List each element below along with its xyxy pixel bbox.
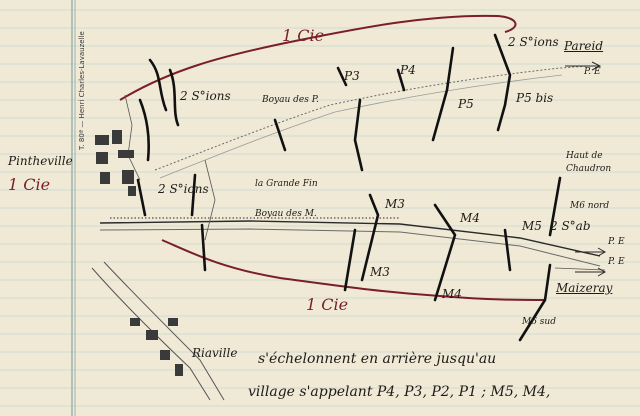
place-pareid: Pareid bbox=[564, 39, 604, 53]
caption-line-2: village s'appelant P4, P3, P2, P1 ; M5, … bbox=[248, 384, 551, 400]
section-label-c: 2 S°ions bbox=[508, 35, 559, 49]
trench-positions bbox=[136, 33, 562, 342]
section-label-a: 2 S°ions bbox=[180, 89, 231, 103]
place-maizeray: Maizeray bbox=[556, 281, 613, 295]
point-m4-lower: M4 bbox=[442, 287, 462, 301]
company-label-left: 1 Cie bbox=[8, 175, 51, 194]
point-2scab: 2 S°ab bbox=[550, 219, 591, 233]
point-p3: P3 bbox=[344, 69, 360, 83]
company-label-upper: 1 Cie bbox=[282, 26, 325, 45]
boyau-des-p bbox=[154, 65, 591, 171]
company-label-lower: 1 Cie bbox=[306, 295, 349, 314]
road-fin bbox=[204, 159, 216, 241]
label-pe-top: P. E bbox=[584, 67, 601, 77]
point-m3-lower: M3 bbox=[370, 265, 390, 279]
section-label-b: 2 S°ions bbox=[158, 182, 209, 196]
point-p4: P4 bbox=[400, 63, 416, 77]
road-north bbox=[124, 94, 141, 181]
road-east bbox=[554, 267, 606, 271]
place-haut-de-chaudron: Haut de Chaudron bbox=[566, 151, 612, 174]
road-riaville-2 bbox=[103, 261, 225, 401]
village-pintheville bbox=[95, 130, 136, 196]
lower-company-boundary bbox=[161, 239, 546, 301]
road-riaville bbox=[91, 267, 211, 401]
place-pintheville: Pintheville bbox=[8, 154, 73, 168]
boyau-des-m bbox=[99, 220, 601, 257]
place-riaville: Riaville bbox=[192, 346, 238, 360]
point-p5: P5 bbox=[458, 97, 474, 111]
point-m6-nord: M6 nord bbox=[570, 201, 610, 211]
village-riaville bbox=[130, 318, 183, 376]
caption-line-1: s'échelonnent en arrière jusqu'au bbox=[258, 351, 497, 367]
boyau-des-p-2 bbox=[159, 74, 563, 179]
label-pe-low: P. E bbox=[608, 257, 625, 267]
ruled-lines bbox=[0, 9, 640, 407]
pe-arrows bbox=[565, 61, 607, 277]
point-m4-upper: M4 bbox=[460, 211, 480, 225]
label-pe-mid: P. E bbox=[608, 237, 625, 247]
margin-printer-text: T. 80ª — Henri Charles-Lavauzelle bbox=[78, 31, 86, 150]
point-m6-sud: M6 sud bbox=[522, 317, 556, 327]
trench-boyau-p: Boyau des P. bbox=[262, 95, 319, 105]
trench-grande-fin: la Grande Fin bbox=[255, 179, 318, 189]
point-m3-upper: M3 bbox=[385, 197, 405, 211]
point-p5bis: P5 bis bbox=[516, 91, 554, 105]
boyau-des-m-2 bbox=[99, 228, 601, 267]
upper-company-boundary bbox=[119, 14, 517, 101]
point-m5: M5 bbox=[522, 219, 542, 233]
trench-boyau-m: Boyau des M. bbox=[255, 209, 317, 219]
